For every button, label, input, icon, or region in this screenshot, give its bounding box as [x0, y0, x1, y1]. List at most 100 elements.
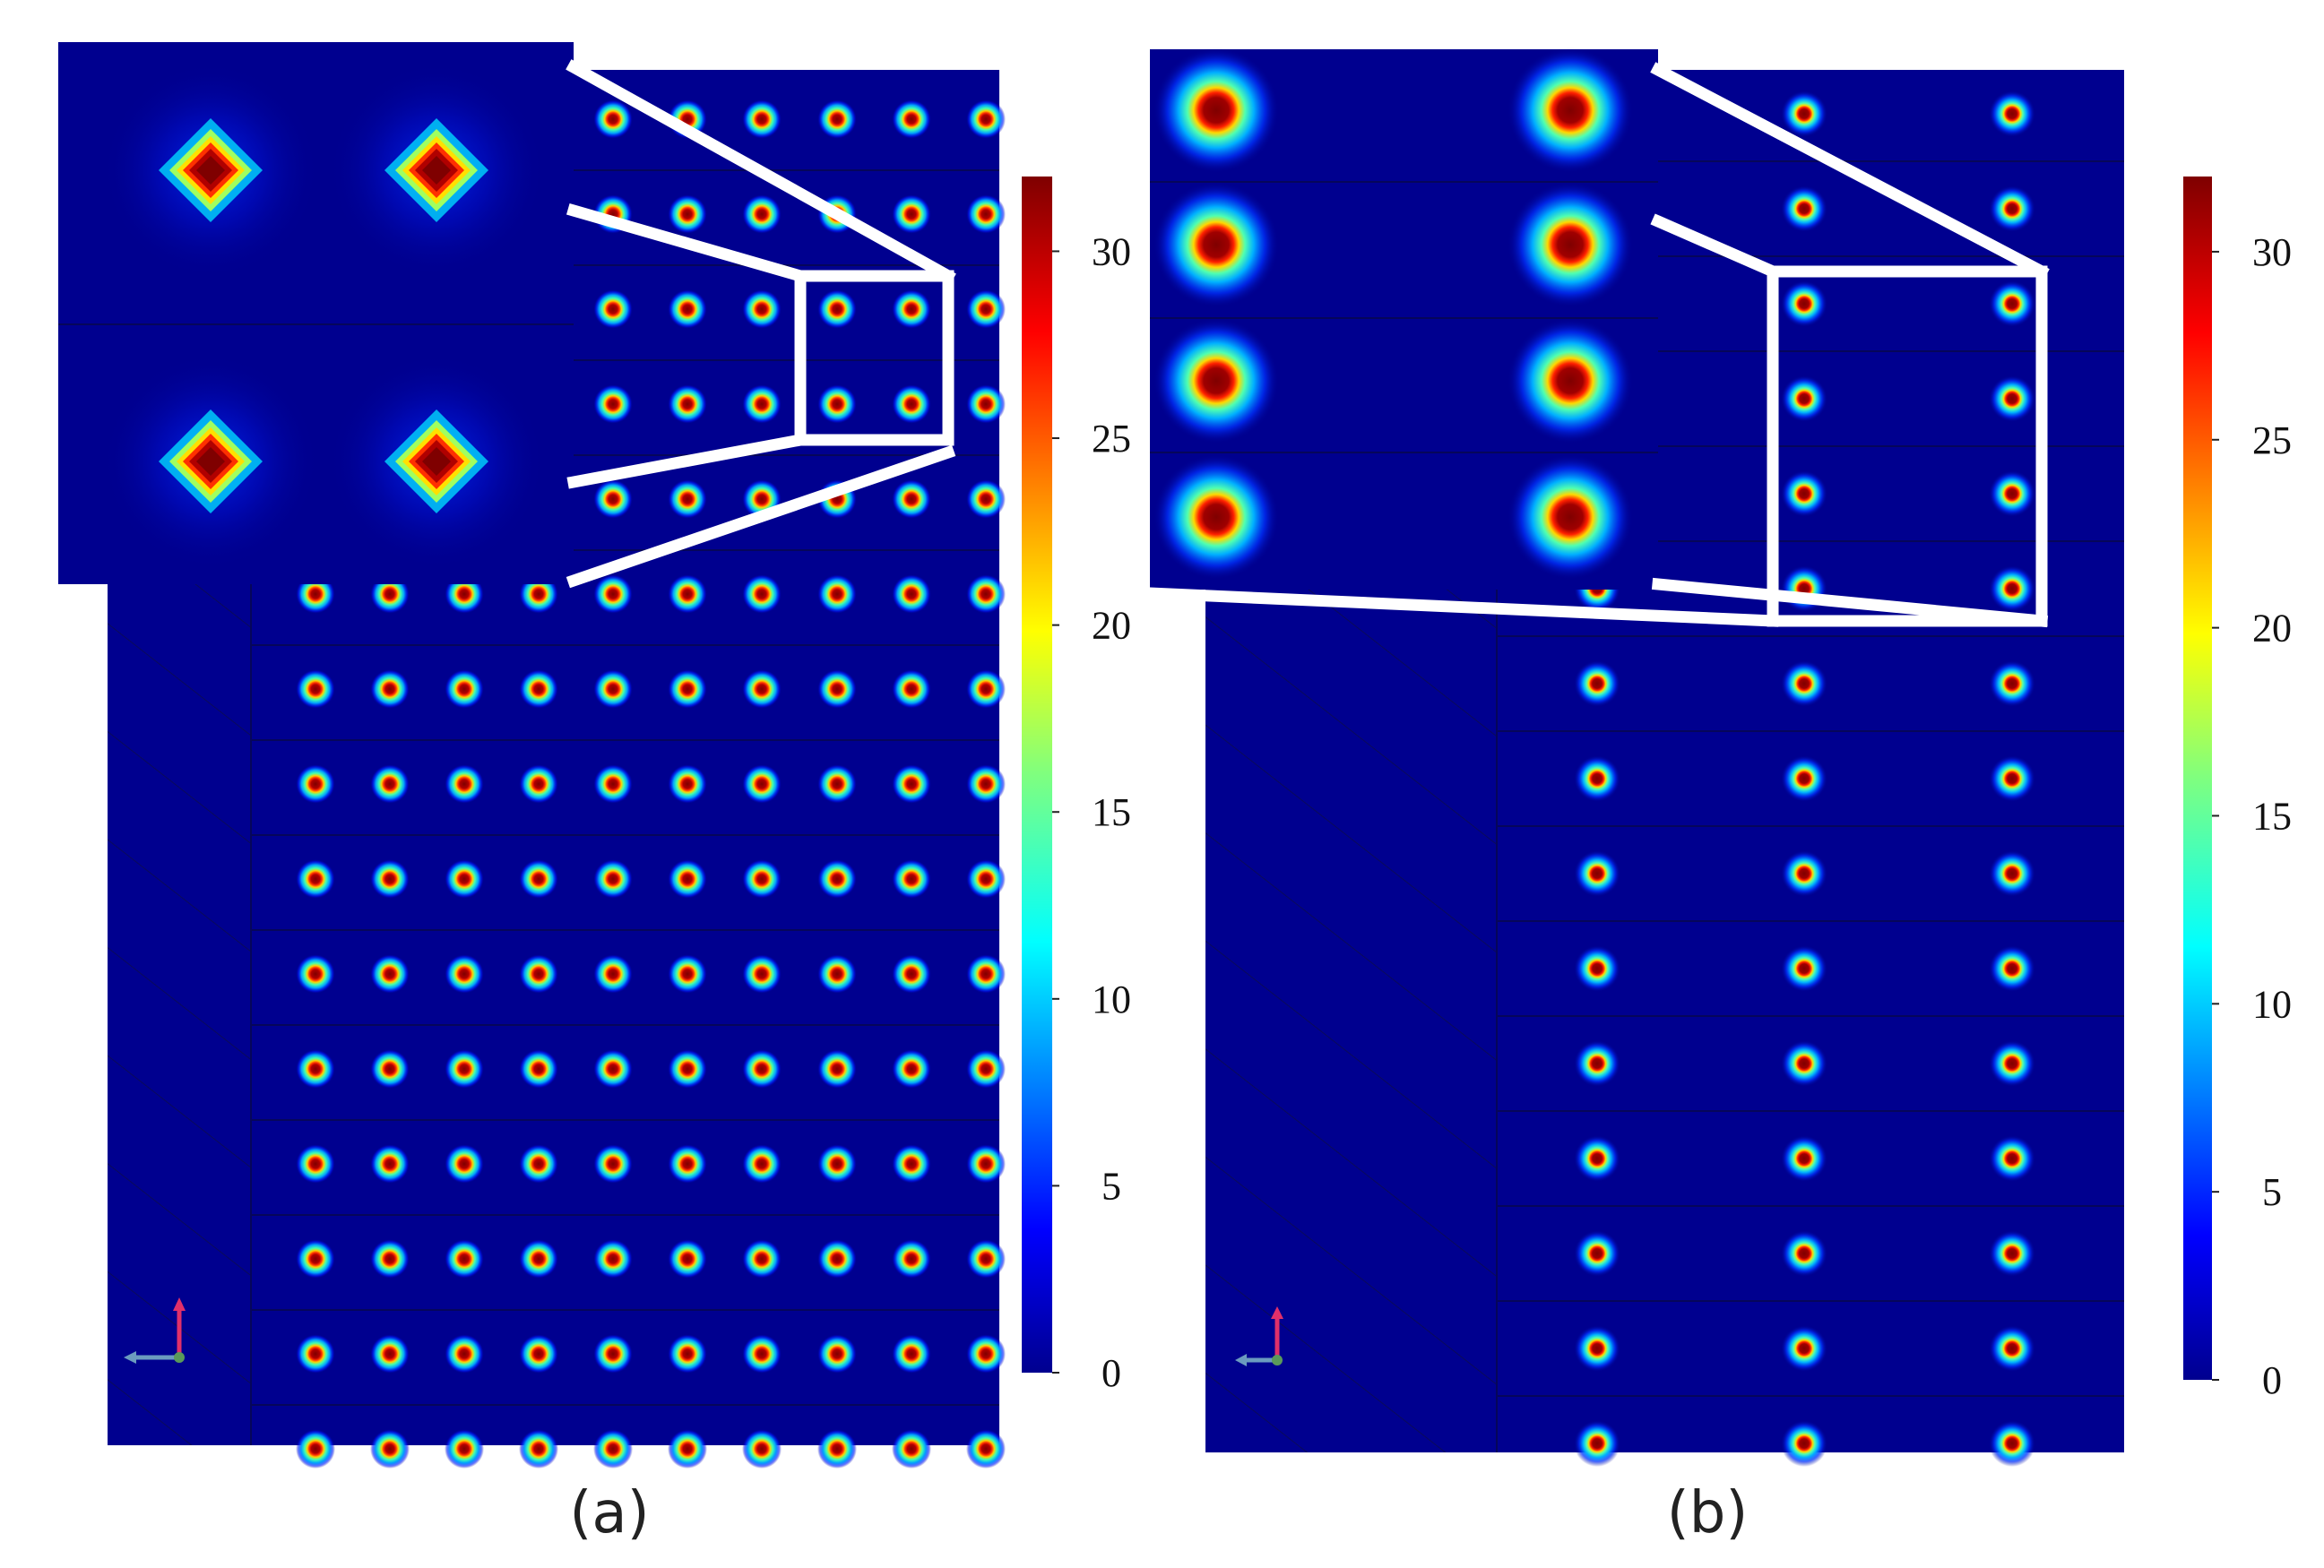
panel-b-zoom-inset [1150, 47, 1658, 590]
field-hotspot [1989, 660, 2035, 707]
colorbar-tick-label: 0 [2262, 1358, 2282, 1402]
field-hotspot [742, 669, 782, 709]
panel-b-inset-hotspots [1153, 47, 1633, 580]
field-hotspot [1781, 850, 1827, 897]
panel-b-axis-triad [1235, 1306, 1283, 1366]
field-hotspot [668, 574, 707, 614]
panel-a-axis-x-arrow-icon [124, 1351, 136, 1364]
field-hotspot [668, 384, 707, 424]
field-hotspot [519, 1049, 558, 1089]
panel-a-zoom-outline [566, 59, 956, 589]
field-hotspot [1989, 375, 2035, 422]
field-hotspot [966, 859, 1006, 899]
colorbar-tick-label: 25 [1092, 417, 1131, 461]
panel-b-connector-3 [1144, 587, 1779, 627]
panel-b-axis-x-arrow-icon [1235, 1354, 1247, 1366]
panel-b-colorbar-scale [2183, 177, 2212, 1380]
inset-hotspot [159, 118, 263, 222]
field-hotspot [892, 764, 931, 804]
field-hotspot [370, 1334, 410, 1374]
field-hotspot [742, 574, 782, 614]
field-hotspot [445, 954, 484, 994]
field-hotspot [370, 1239, 410, 1279]
field-hotspot [1989, 90, 2035, 137]
field-hotspot [668, 194, 707, 234]
field-hotspot [892, 1239, 931, 1279]
field-hotspot [892, 574, 931, 614]
panel-b-hotspots [1574, 90, 2035, 1467]
colorbar-tick-label: 15 [1092, 790, 1131, 834]
field-hotspot [742, 764, 782, 804]
field-hotspot [742, 194, 782, 234]
panel-a-zoom-inset [58, 42, 574, 584]
panel-b-zoom-box [1767, 265, 2048, 627]
colorbar-tick-label: 5 [1102, 1164, 1121, 1208]
panel-a-axis-triad [124, 1297, 186, 1364]
field-hotspot [296, 1334, 335, 1374]
inset-hotspot [384, 118, 488, 222]
field-hotspot [668, 479, 707, 519]
field-hotspot [1781, 280, 1827, 327]
field-hotspot [1989, 470, 2035, 517]
panel-a-connector-2 [566, 202, 808, 284]
field-hotspot [966, 1144, 1006, 1184]
field-hotspot [1574, 1230, 1620, 1277]
field-hotspot [817, 1049, 857, 1089]
field-hotspot [668, 1334, 707, 1374]
field-hotspot [370, 954, 410, 994]
inset-hotspot [1153, 47, 1279, 173]
field-hotspot [1989, 280, 2035, 327]
field-hotspot [296, 859, 335, 899]
field-hotspot [1781, 755, 1827, 802]
field-hotspot [445, 764, 484, 804]
field-hotspot [892, 954, 931, 994]
panel-a-axis-origin-icon [174, 1352, 185, 1363]
field-hotspot [593, 954, 633, 994]
field-hotspot [593, 99, 633, 139]
colorbar-tick-label: 10 [2252, 982, 2292, 1026]
field-hotspot [445, 859, 484, 899]
field-hotspot [742, 859, 782, 899]
field-hotspot [296, 1144, 335, 1184]
field-hotspot [966, 1334, 1006, 1374]
field-hotspot [1574, 1325, 1620, 1372]
panel-a-connector-4 [566, 444, 956, 589]
colorbar-tick-label: 20 [2252, 607, 2292, 650]
field-hotspot [296, 1239, 335, 1279]
field-hotspot [892, 859, 931, 899]
inset-hotspot [384, 409, 488, 513]
field-hotspot [892, 289, 931, 329]
panel-a-colorbar-scale [1022, 177, 1052, 1373]
field-hotspot [668, 1049, 707, 1089]
field-hotspot [966, 574, 1006, 614]
field-hotspot [892, 384, 931, 424]
panel-b-zoom-outline [1144, 62, 2050, 628]
field-hotspot [370, 1049, 410, 1089]
field-hotspot [519, 1239, 558, 1279]
field-hotspot [370, 859, 410, 899]
inset-hotspot [1153, 182, 1279, 307]
field-hotspot [742, 1334, 782, 1374]
field-hotspot [593, 764, 633, 804]
field-hotspot [1574, 1420, 1620, 1467]
field-hotspot [817, 289, 857, 329]
inset-hotspot [1508, 47, 1633, 173]
panel-a-connector-1 [566, 59, 956, 284]
colorbar-tick-label: 0 [1102, 1351, 1121, 1395]
field-hotspot [296, 669, 335, 709]
field-hotspot [966, 479, 1006, 519]
field-hotspot [892, 479, 931, 519]
field-hotspot [668, 289, 707, 329]
panel-a-connector-3 [566, 433, 808, 489]
field-hotspot [1989, 1420, 2035, 1467]
field-hotspot [668, 954, 707, 994]
field-hotspot [668, 859, 707, 899]
field-hotspot [966, 384, 1006, 424]
field-hotspot [817, 764, 857, 804]
field-hotspot [966, 669, 1006, 709]
inset-hotspot [1508, 454, 1633, 580]
field-hotspot [370, 1144, 410, 1184]
